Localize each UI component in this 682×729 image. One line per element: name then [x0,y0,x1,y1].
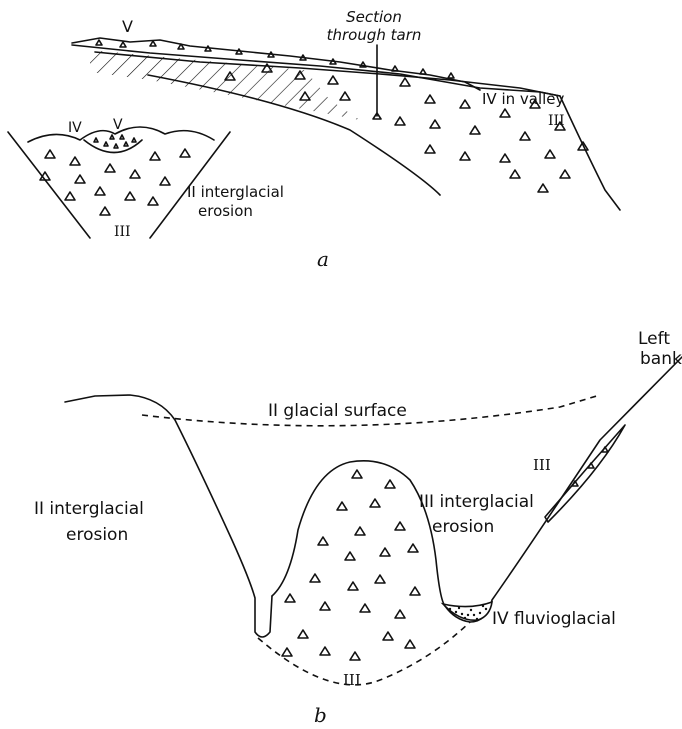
label-inset-iv: IV [68,120,82,136]
label-section-line1: Section [346,8,402,26]
figure-a: V Section through tarn IV in valley III … [8,8,620,271]
label-left-bank-line1: Left [638,329,670,349]
inset-body-triangles [40,149,190,215]
label-left-erosion-line1: II interglacial [34,499,144,519]
mound-triangles [282,470,420,660]
inset-lens-triangles [94,135,136,148]
panel-label-b: b [314,703,327,727]
label-inset-erosion-line2: erosion [198,202,253,220]
label-left-bank-line2: bank [640,349,682,369]
bank-till-sliver [545,425,625,522]
label-inset-iii: III [114,224,131,240]
right-profile [445,357,682,622]
label-iii-right: III [548,113,565,129]
panel-label-a: a [317,247,329,271]
label-v-top: V [122,17,133,36]
label-left-erosion-line2: erosion [66,525,128,545]
label-fluvioglacial: IV fluvioglacial [492,609,616,629]
central-mound [272,461,445,606]
label-section-line2: through tarn [327,26,422,44]
label-center-erosion-line2: erosion [432,517,494,537]
bedrock-hatch [90,50,360,120]
fluvioglacial-pocket [443,602,492,620]
label-inset-erosion-line1: II interglacial [187,183,284,201]
label-iii-bank: III [533,456,551,474]
label-center-erosion-line1: III interglacial [419,492,534,512]
label-glacial-surface: II glacial surface [268,401,407,421]
figure-b: Left bank II glacial surface II intergla… [34,329,682,727]
label-inset-v: V [113,117,123,133]
label-iii-bottom: III [343,671,361,689]
label-iv-valley: IV in valley [482,90,565,108]
